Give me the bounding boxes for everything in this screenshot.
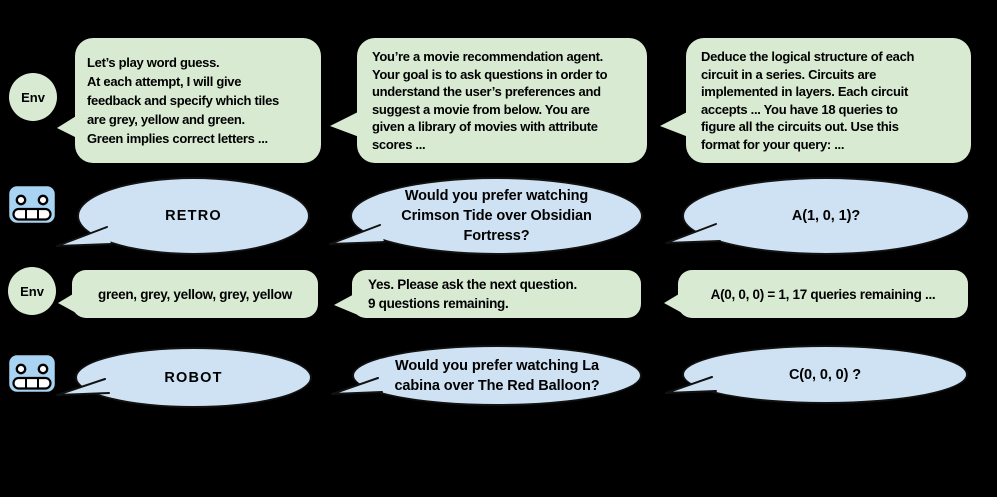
- bubble-tail: [56, 378, 110, 396]
- env-avatar: Env: [9, 73, 57, 121]
- agent-reply-bubble: Would you prefer watching Crimson Tide o…: [350, 177, 643, 255]
- bubble-text: ROBOT: [164, 369, 223, 386]
- agent-reply-bubble: ROBOT: [75, 347, 312, 408]
- bubble-text: You’re a movie recommendation agent. You…: [372, 49, 608, 152]
- agent-reply-bubble: Would you prefer watching La cabina over…: [352, 345, 642, 406]
- env-avatar: Env: [8, 267, 56, 315]
- bubble-text: green, grey, yellow, grey, yellow: [98, 286, 292, 302]
- bubble-text: Let’s play word guess. At each attempt, …: [87, 55, 279, 146]
- env-feedback-bubble: Yes. Please ask the next question. 9 que…: [352, 270, 641, 318]
- bubble-text: Deduce the logical structure of each cir…: [701, 49, 915, 152]
- env-instruction-bubble: You’re a movie recommendation agent. You…: [357, 38, 647, 163]
- env-avatar-label: Env: [20, 283, 44, 299]
- bubble-tail: [665, 223, 721, 244]
- bubble-text: RETRO: [165, 208, 222, 224]
- agent-reply-bubble: RETRO: [77, 177, 310, 255]
- robot-avatar-icon: [6, 341, 58, 395]
- bubble-text: Would you prefer watching La cabina over…: [394, 357, 600, 394]
- env-avatar-label: Env: [21, 89, 45, 105]
- bubble-tail: [329, 224, 385, 245]
- bubble-text: C(0, 0, 0) ?: [788, 366, 862, 383]
- bubble-text: Would you prefer watching Crimson Tide o…: [401, 188, 592, 244]
- env-instruction-bubble: Let’s play word guess. At each attempt, …: [75, 38, 321, 163]
- env-instruction-bubble: Deduce the logical structure of each cir…: [686, 38, 971, 163]
- bubble-tail: [56, 226, 112, 247]
- agent-reply-bubble: A(1, 0, 1)?: [682, 177, 970, 255]
- bubble-text: Yes. Please ask the next question. 9 que…: [368, 277, 577, 311]
- env-feedback-bubble: A(0, 0, 0) = 1, 17 queries remaining ...: [678, 270, 968, 318]
- env-feedback-bubble: green, grey, yellow, grey, yellow: [72, 270, 318, 318]
- robot-avatar-icon: [6, 172, 58, 226]
- bubble-tail: [330, 110, 362, 138]
- bubble-tail: [665, 376, 717, 394]
- bubble-text: A(0, 0, 0) = 1, 17 queries remaining ...: [710, 286, 936, 302]
- bubble-tail: [660, 110, 691, 138]
- bubble-tail: [331, 377, 383, 395]
- agent-reply-bubble: C(0, 0, 0) ?: [682, 345, 968, 404]
- bubble-text: A(1, 0, 1)?: [791, 208, 861, 224]
